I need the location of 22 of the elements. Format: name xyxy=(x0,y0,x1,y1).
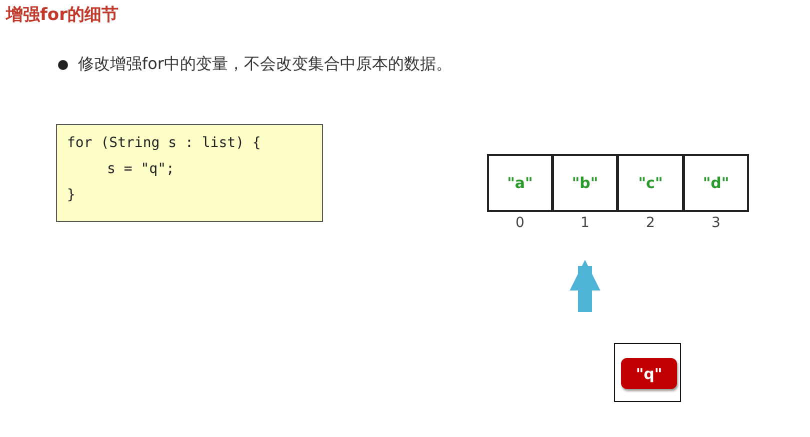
bullet-text: 修改增强for中的变量，不会改变集合中原本的数据。 xyxy=(78,54,452,75)
code-block xyxy=(56,124,323,222)
index-number: 3 xyxy=(710,215,722,231)
index-number: 2 xyxy=(645,215,656,231)
code-line: } xyxy=(67,187,76,203)
array-cell xyxy=(617,154,684,212)
index-number: 0 xyxy=(514,215,526,231)
block-arrow xyxy=(570,260,600,312)
variable-box xyxy=(614,343,681,402)
element-value: "d" xyxy=(702,174,730,192)
index-number: 1 xyxy=(580,215,590,231)
code-line: for (String s : list) { xyxy=(67,135,261,151)
array-cell xyxy=(683,154,749,212)
element-value: "b" xyxy=(572,174,598,192)
array-cell xyxy=(552,154,618,212)
element-value: "c" xyxy=(638,174,663,192)
slide-title: 增强for的细节 xyxy=(6,4,118,26)
value-text: "q" xyxy=(636,364,662,382)
code-line: s = "q"; xyxy=(107,161,174,177)
array-cell xyxy=(487,154,553,212)
value-tag xyxy=(621,358,677,389)
element-value: "a" xyxy=(507,174,533,192)
